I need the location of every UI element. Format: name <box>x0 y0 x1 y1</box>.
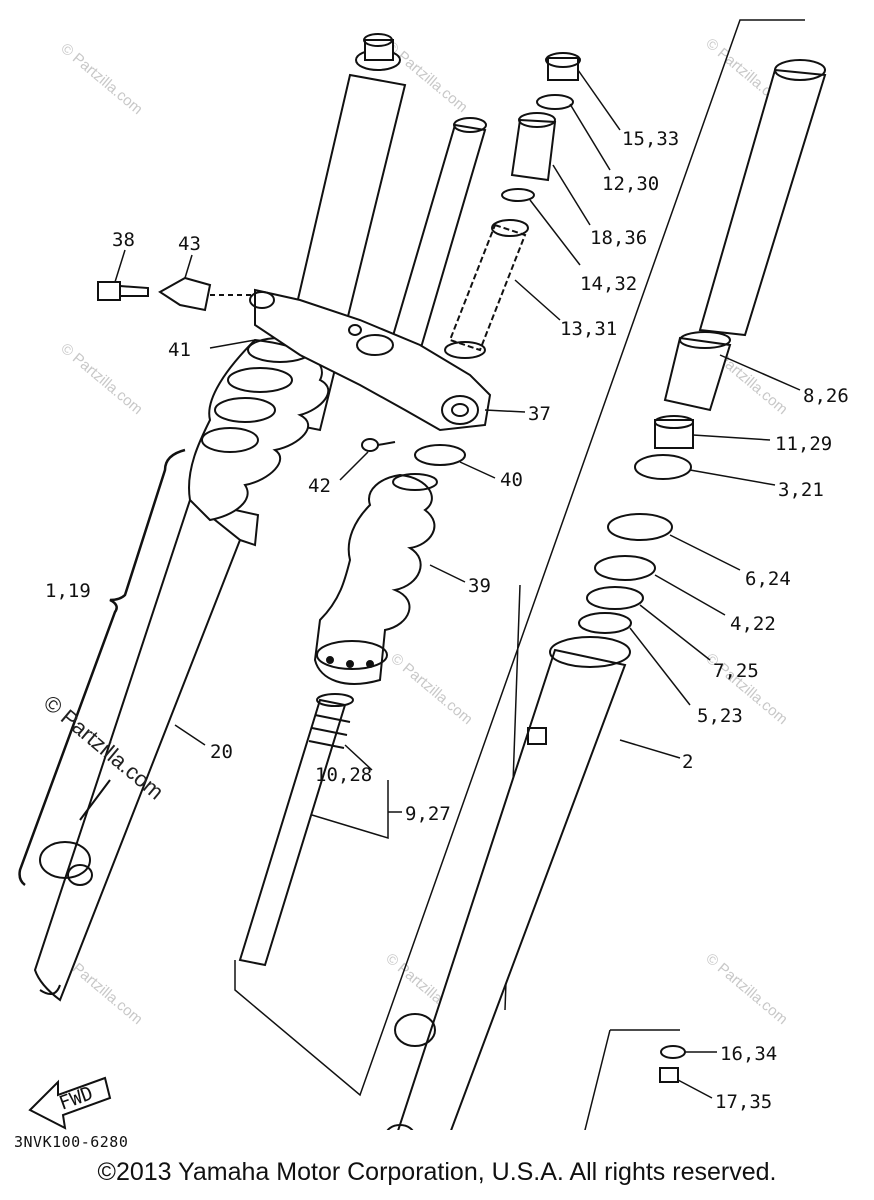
piston-metal <box>654 415 694 449</box>
cap-bolt <box>545 52 581 81</box>
washer-seal <box>594 555 656 581</box>
lower-bracket <box>249 288 492 432</box>
watermark: © Partzilla.com <box>57 340 145 418</box>
callout: 2 <box>682 751 693 773</box>
fwd-arrow-icon: FWD <box>28 1076 112 1130</box>
inner-tube-upper-right <box>698 59 827 337</box>
callout: 17,35 <box>715 1091 772 1113</box>
callout-labels: 15,33 12,30 18,36 14,32 13,31 8,26 11,29… <box>45 128 849 1113</box>
guide-plate-43 <box>158 276 255 312</box>
leader-lines <box>114 69 801 1099</box>
watermark: © Partzilla.com <box>387 650 475 728</box>
callout: 41 <box>168 339 191 361</box>
slide-metal <box>663 331 732 412</box>
callout: 9,27 <box>405 803 451 825</box>
clip <box>586 586 644 610</box>
outer-tube-right <box>385 636 631 1167</box>
washer <box>501 188 535 202</box>
watermark: © Partzilla.com <box>702 950 790 1028</box>
callout: 4,22 <box>730 613 776 635</box>
clamp-40 <box>414 444 466 466</box>
callout: 10,28 <box>315 764 372 786</box>
oil-seal <box>607 513 673 541</box>
callout: 20 <box>210 741 233 763</box>
callout: 43 <box>178 233 201 255</box>
diagram-code: 3NVK100-6280 <box>14 1133 129 1151</box>
callout: 42 <box>308 475 331 497</box>
callout: 5,23 <box>697 705 743 727</box>
callout: 15,33 <box>622 128 679 150</box>
callout: 38 <box>112 229 135 251</box>
callout: 39 <box>468 575 491 597</box>
callout: 18,36 <box>590 227 647 249</box>
group-bracket <box>18 448 186 887</box>
callout: 1,19 <box>45 580 91 602</box>
watermark: © Partzilla.com <box>57 40 145 118</box>
fwd-label: FWD <box>56 1082 96 1114</box>
bolt-17 <box>659 1067 679 1083</box>
o-ring <box>536 94 574 110</box>
callout: 8,26 <box>803 385 849 407</box>
callout: 37 <box>528 403 551 425</box>
callout: 3,21 <box>778 479 824 501</box>
callout: 16,34 <box>720 1043 777 1065</box>
circlip <box>634 454 692 480</box>
callout: 12,30 <box>602 173 659 195</box>
bellows-right <box>313 473 438 685</box>
copyright-notice: ©2013 Yamaha Motor Corporation, U.S.A. A… <box>97 1158 777 1186</box>
spacer-pipe <box>510 112 557 182</box>
callout: 14,32 <box>580 273 637 295</box>
bolt-38 <box>97 281 149 301</box>
callout: 11,29 <box>775 433 832 455</box>
fork-spring <box>444 219 529 359</box>
guide-bushing <box>578 612 632 634</box>
callout: 7,25 <box>713 660 759 682</box>
screw-42 <box>361 438 396 452</box>
callout: 13,31 <box>560 318 617 340</box>
callout: 6,24 <box>745 568 791 590</box>
washer-16 <box>660 1045 686 1059</box>
callout: 40 <box>500 469 523 491</box>
damper-rod <box>238 693 354 967</box>
